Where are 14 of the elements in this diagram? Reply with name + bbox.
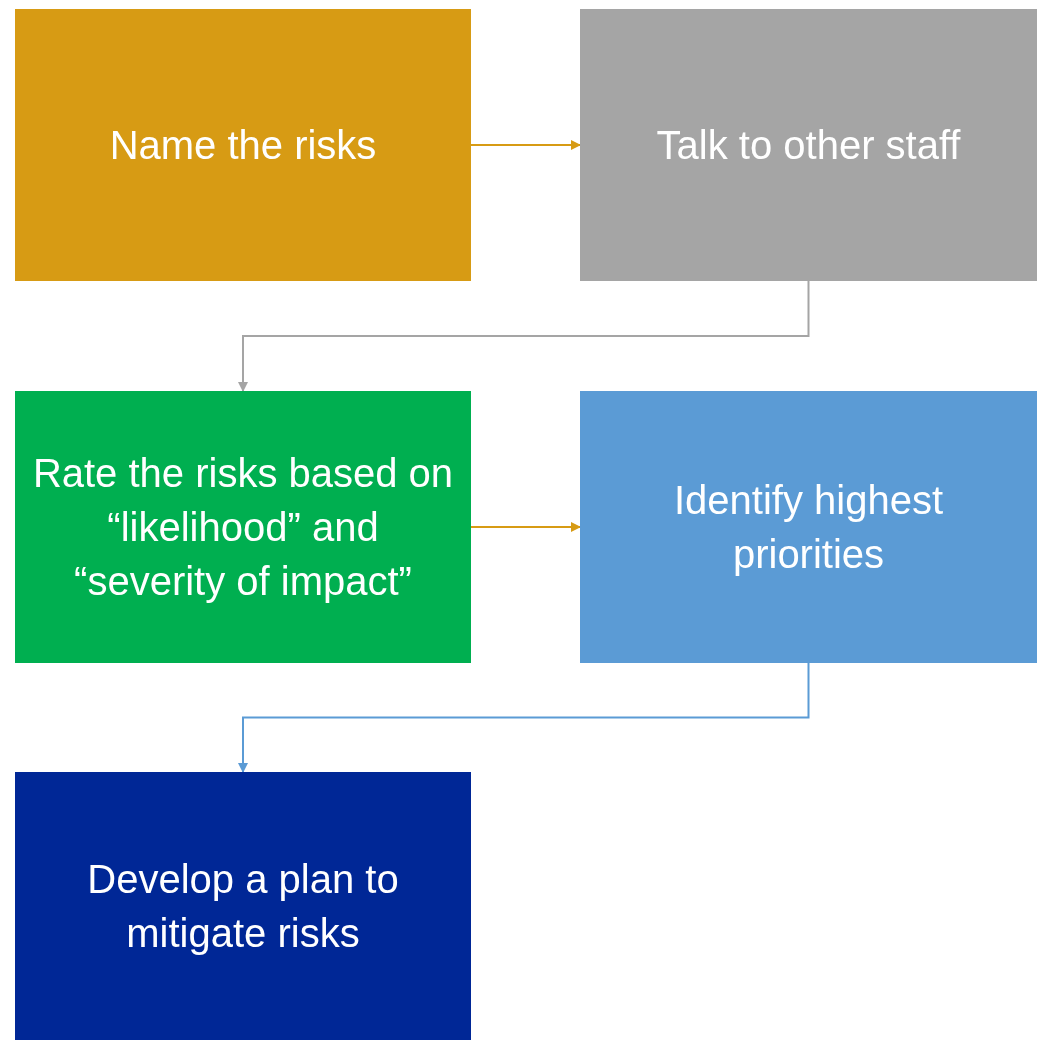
step-text: Develop a plan to mitigate risks <box>86 856 400 957</box>
step-text: Rate the risks based on “likelihood” and “severity of impact” <box>31 450 455 605</box>
arrow <box>238 662 810 773</box>
step-text: Talk to other staff <box>656 122 961 169</box>
process-box <box>580 391 1037 663</box>
process-box <box>15 772 471 1040</box>
step-text: Identify highest priorities <box>672 477 945 578</box>
process-box <box>15 9 471 281</box>
arrow <box>470 522 581 532</box>
step-text: Name the risks <box>109 122 377 169</box>
arrow <box>470 140 581 150</box>
process-box <box>15 391 471 663</box>
arrow <box>238 280 810 392</box>
process-box <box>580 9 1037 281</box>
